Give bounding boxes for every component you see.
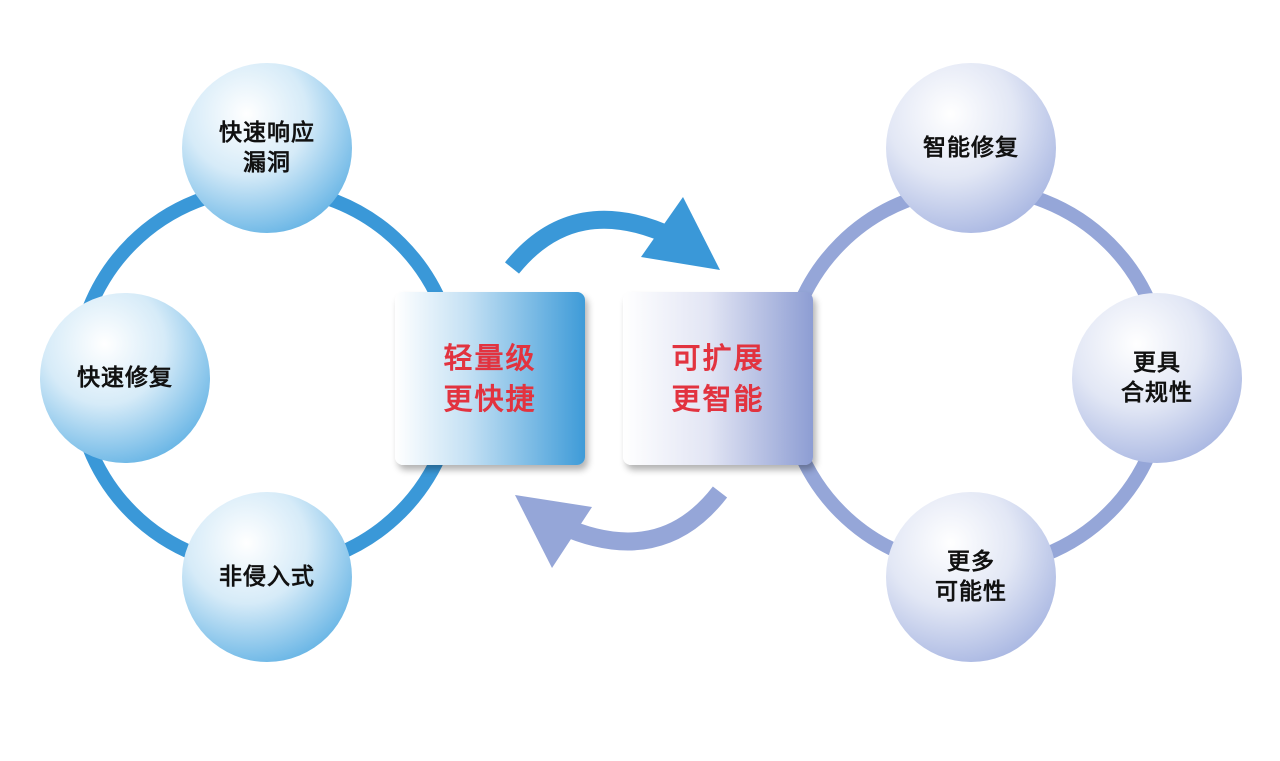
arrow-bottom-head (515, 495, 592, 568)
card-lightweight-label: 轻量级 更快捷 (443, 341, 537, 416)
left-node-fast-repair: 快速修复 (40, 293, 210, 463)
arrow-top-head (641, 197, 720, 270)
left-node-vuln-response-label: 快速响应 漏洞 (219, 119, 315, 176)
right-node-possibilities-label: 更多 可能性 (935, 548, 1007, 605)
right-node-smart-repair: 智能修复 (886, 63, 1056, 233)
card-extensible-label: 可扩展 更智能 (671, 341, 765, 416)
arrow-bottom-shaft (556, 486, 728, 551)
left-node-fast-repair-label: 快速修复 (77, 364, 173, 391)
card-extensible: 可扩展 更智能 (623, 292, 813, 465)
right-node-possibilities: 更多 可能性 (886, 492, 1056, 662)
right-node-compliance: 更具 合规性 (1072, 293, 1242, 463)
right-node-compliance-label: 更具 合规性 (1121, 349, 1193, 406)
arrow-top-shaft (505, 210, 679, 274)
left-node-vuln-response: 快速响应 漏洞 (182, 63, 352, 233)
left-node-non-intrusive-label: 非侵入式 (219, 563, 315, 590)
card-lightweight: 轻量级 更快捷 (395, 292, 585, 465)
left-node-non-intrusive: 非侵入式 (182, 492, 352, 662)
right-node-smart-repair-label: 智能修复 (923, 134, 1019, 161)
